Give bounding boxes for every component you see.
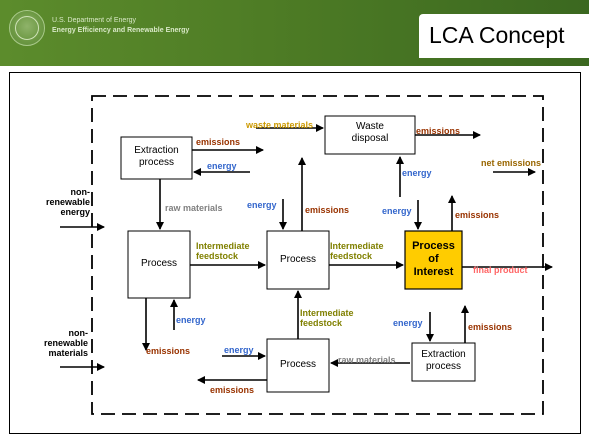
label-emissions-extraction: emissions (196, 137, 241, 147)
doe-seal-icon (9, 10, 45, 46)
label-emissions-interest: emissions (455, 210, 500, 220)
label-energy-extraction: energy (207, 161, 237, 171)
label-energy-extract-bottom: energy (393, 318, 423, 328)
label-nonrenewable-energy: non- renewable energy (45, 187, 90, 217)
extraction-top-box (120, 136, 193, 180)
label-emissions-extract-bottom: emissions (468, 322, 513, 332)
extraction-bottom-label: Extraction process (421, 349, 466, 372)
process-mid-box (266, 230, 330, 290)
label-nonrenewable-materials: non- renewable materials (43, 328, 88, 358)
label-raw-materials-bottom: raw materials (338, 355, 396, 365)
process-bottom-box (266, 338, 330, 393)
process-left-label: Process (140, 258, 178, 269)
label-energy-left: energy (176, 315, 206, 325)
system-boundary (91, 95, 544, 415)
label-energy-waste: energy (402, 168, 432, 178)
label-emissions-mid: emissions (305, 205, 350, 215)
agency-office: Energy Efficiency and Renewable Energy (52, 27, 190, 34)
label-waste-materials: waste materials (246, 120, 314, 130)
title-box: LCA Concept (419, 14, 589, 58)
label-energy-interest: energy (382, 206, 412, 216)
waste-disposal-label: Waste disposal (351, 121, 389, 144)
label-emissions-left: emissions (146, 346, 191, 356)
label-feedstock-1: Intermediate feedstock (196, 241, 250, 261)
label-feedstock-up: Intermediate feedstock (300, 308, 354, 328)
label-feedstock-2: Intermediate feedstock (330, 241, 384, 261)
extraction-top-label: Extraction process (134, 145, 179, 168)
process-mid-label: Process (279, 254, 317, 265)
extraction-bottom-box (411, 342, 476, 382)
process-interest-label: Process of Interest (412, 240, 455, 278)
label-energy-mid: energy (247, 200, 277, 210)
agency-name: U.S. Department of Energy (52, 17, 137, 24)
content-frame (9, 72, 581, 434)
label-emissions-bottom: emissions (210, 385, 255, 395)
label-energy-bottom: energy (224, 345, 254, 355)
slide-title: LCA Concept (429, 22, 565, 48)
process-interest-box (404, 230, 463, 290)
label-raw-materials-top: raw materials (165, 203, 223, 213)
label-emissions-waste: emissions (416, 126, 461, 136)
label-final-product: final product (473, 265, 528, 275)
process-left-box (127, 230, 191, 299)
process-bottom-label: Process (279, 359, 317, 370)
waste-disposal-box (324, 115, 416, 155)
label-net-emissions: net emissions (481, 158, 542, 168)
